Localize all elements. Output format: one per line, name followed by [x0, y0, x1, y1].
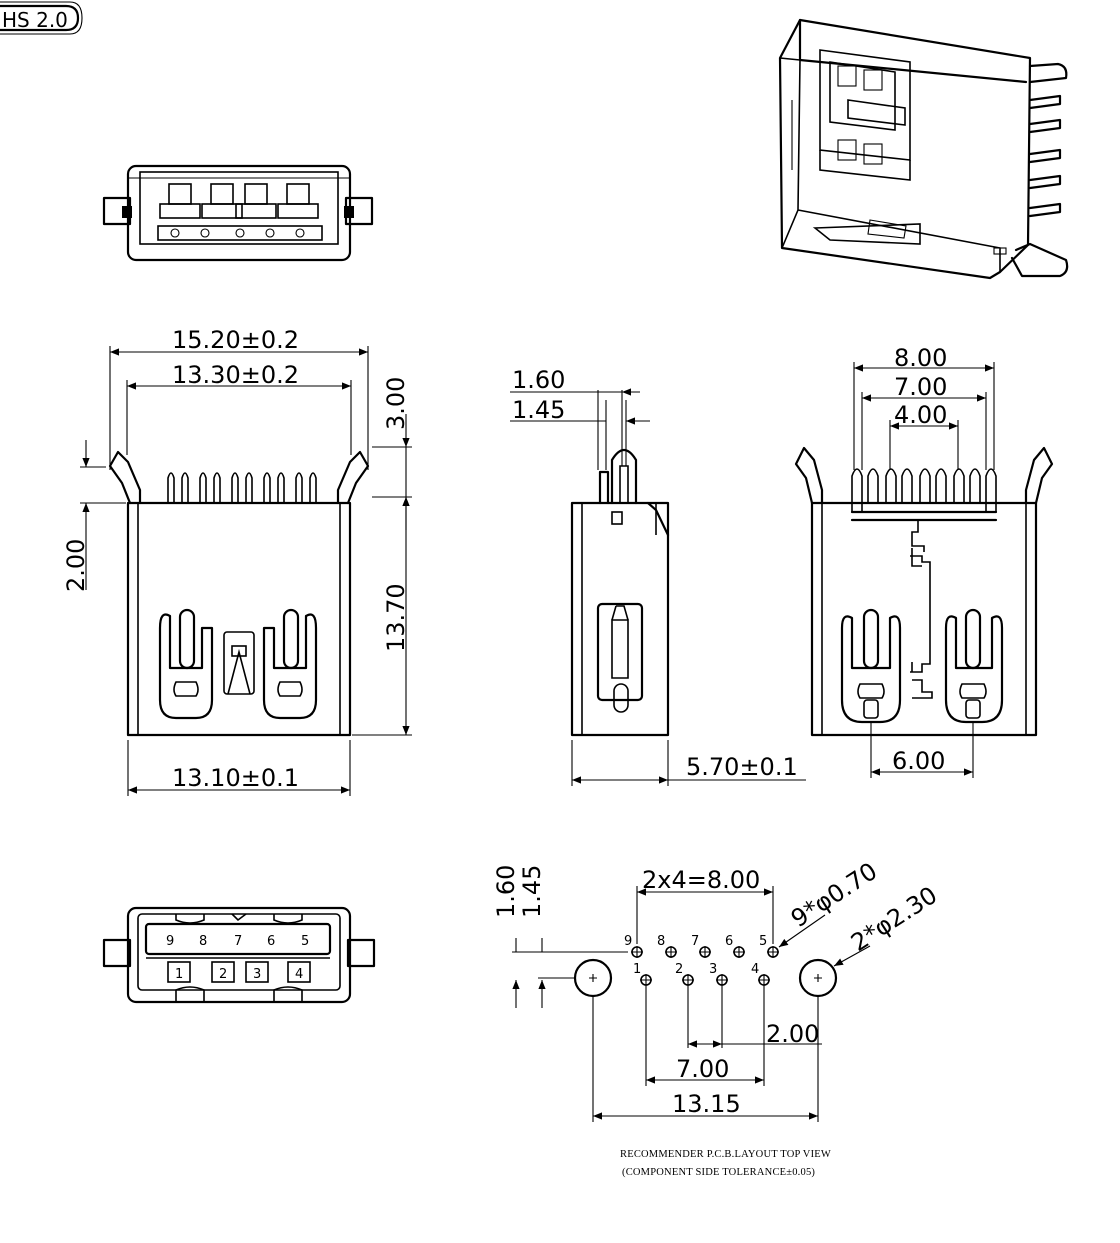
dim-pcb-row-a: 1.60 [492, 865, 520, 918]
front-pin-5: 5 [301, 934, 309, 949]
dim-pin-span: 13.30±0.2 [172, 361, 299, 389]
dim-pcb-row-b: 1.45 [518, 865, 546, 918]
front-view: 9 8 7 6 5 1 2 3 4 [102, 906, 376, 1004]
version-badge: HS 2.0 [0, 1, 83, 35]
pcb-hole-9: 9 [624, 934, 632, 949]
pcb-note-tolerance: (COMPONENT SIDE TOLERANCE±0.05) [622, 1167, 815, 1178]
dim-pcb-pitch: 2x4=8.00 [642, 866, 760, 894]
dim-pcb-7: 7.00 [676, 1055, 729, 1083]
dim-depth: 5.70±0.1 [686, 753, 798, 781]
front-pin-6: 6 [267, 934, 275, 949]
front-pin-1: 1 [175, 967, 183, 982]
badge-label: HS 2.0 [2, 8, 68, 32]
front-pin-9: 9 [166, 934, 174, 949]
pcb-hole-1: 1 [633, 962, 641, 977]
dim-pin-b: 1.45 [512, 396, 565, 424]
pcb-hole-2: 2 [675, 962, 683, 977]
pcb-note-title: RECOMMENDER P.C.B.LAYOUT TOP VIEW [620, 1149, 831, 1160]
dim-pin-a: 1.60 [512, 366, 565, 394]
isometric-view [778, 18, 1069, 280]
pcb-hole-6: 6 [725, 934, 733, 949]
dim-pcb-2: 2.00 [766, 1020, 819, 1048]
pcb-hole-3: 3 [709, 962, 717, 977]
dim-pcb-1315: 13.15 [672, 1090, 741, 1118]
front-pin-8: 8 [199, 934, 207, 949]
dim-back-8: 8.00 [894, 344, 947, 372]
dim-body-width: 13.10±0.1 [172, 764, 299, 792]
back-view: 8.00 7.00 4.00 6.00 [794, 344, 1054, 778]
dim-back-6: 6.00 [892, 747, 945, 775]
pcb-layout: 9 8 7 6 5 1 2 3 4 2x4=8.00 9*φ0.70 2*φ2.… [492, 857, 942, 1178]
dim-back-7: 7.00 [894, 373, 947, 401]
end-view: 1.60 1.45 5.70±0.1 [510, 366, 806, 786]
front-pin-7: 7 [234, 934, 242, 949]
dim-back-4: 4.00 [894, 401, 947, 429]
pcb-hole-7: 7 [691, 934, 699, 949]
side-view: 15.20±0.2 13.30±0.2 3.00 13.70 2.00 13.1… [62, 326, 412, 796]
dim-lead-height: 3.00 [382, 377, 410, 430]
top-view [102, 164, 374, 262]
front-pin-4: 4 [295, 967, 303, 982]
dim-body-height: 13.70 [382, 583, 410, 652]
pcb-hole-8: 8 [657, 934, 665, 949]
dim-overall-width: 15.20±0.2 [172, 326, 299, 354]
front-pin-3: 3 [253, 967, 261, 982]
front-pin-2: 2 [219, 967, 227, 982]
pcb-hole-4: 4 [751, 962, 759, 977]
dim-offset: 2.00 [62, 539, 90, 592]
pcb-hole-5: 5 [759, 934, 767, 949]
